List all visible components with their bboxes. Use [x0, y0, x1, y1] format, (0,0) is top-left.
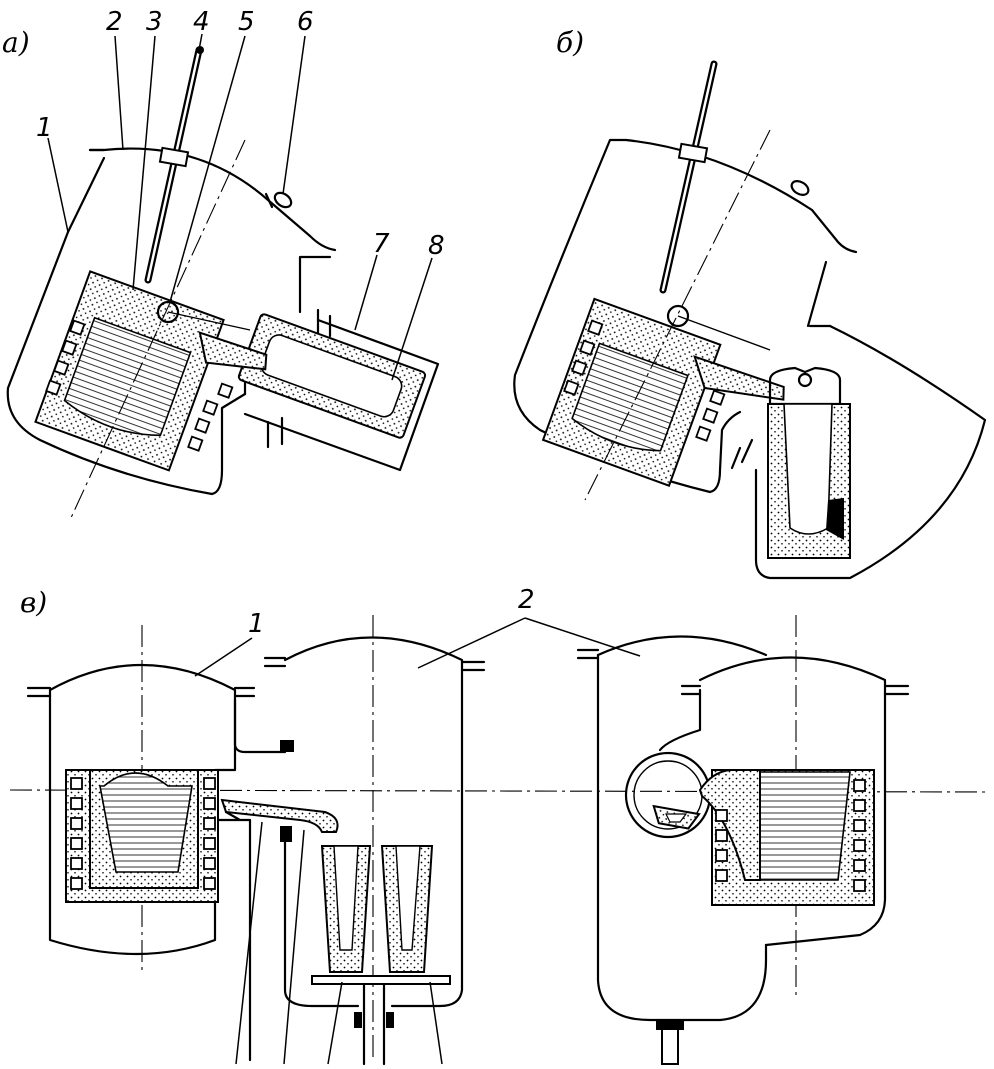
panel-a: а): [2, 7, 445, 521]
panel-a-label: а): [2, 26, 30, 59]
callout-7: 7: [373, 229, 390, 259]
callout-8: 8: [428, 231, 445, 261]
panel-v: в) 1 2: [9, 585, 986, 1066]
panel-b-label: б): [556, 26, 584, 59]
panel-b: б): [513, 26, 987, 580]
mould-a: [237, 313, 427, 439]
inductor-coils-v-right: [715, 779, 866, 892]
callout-leaders-a: [47, 33, 433, 381]
callout-5: 5: [238, 7, 255, 37]
combined-vessel-v: [576, 615, 910, 1065]
crucible-a: [34, 270, 268, 472]
mould-chamber-a: [243, 318, 440, 472]
callout-3: 3: [146, 7, 163, 37]
valve-a: [264, 191, 293, 209]
panel-v-label: в): [20, 586, 47, 619]
callout-6: 6: [297, 7, 314, 37]
valve-b: [790, 180, 810, 196]
vessel-lid-a: [88, 147, 337, 252]
callout-4: 4: [193, 7, 210, 37]
tilt-axis-a: [156, 300, 180, 324]
inductor-coils-v-left: [70, 777, 216, 890]
rod-b: [659, 60, 718, 294]
callout-1: 1: [36, 113, 53, 143]
melting-vessel-v: [26, 625, 339, 1062]
rod-a: [144, 46, 204, 284]
callout-2: 2: [106, 7, 123, 37]
vessel-body-a: [6, 156, 247, 496]
inductor-coils-a: [45, 319, 234, 452]
mould-b: [767, 366, 851, 559]
callout-v-1: 1: [248, 609, 265, 639]
inductor-coils-b: [563, 319, 726, 442]
vessel-lid-b: [624, 138, 858, 254]
casting-vessel-v: [235, 615, 486, 1066]
callout-v-2: 2: [518, 585, 535, 615]
tilt-axis-b: [666, 304, 690, 328]
